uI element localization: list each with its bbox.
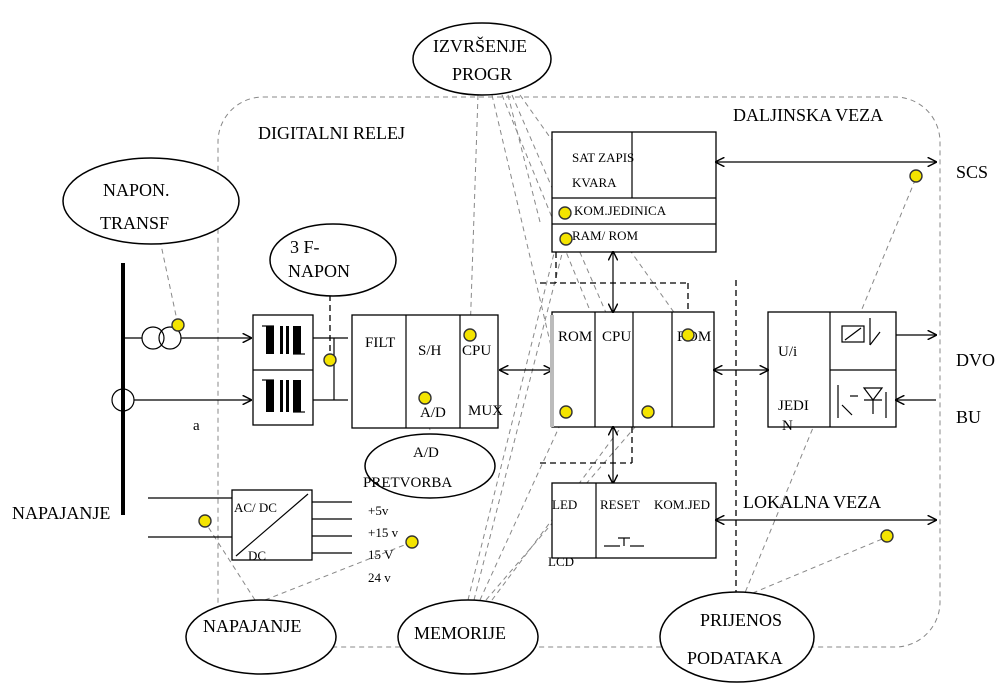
optocoupler-input-icon (837, 385, 887, 418)
dc-label: DC (248, 548, 266, 563)
ad-pretvorba-label-2: PRETVORBA (363, 475, 452, 491)
indicator-dot (171, 318, 185, 332)
transformer-symbol-2 (262, 379, 305, 413)
v24-label: 24 v (368, 570, 391, 585)
reset-label: RESET (600, 497, 640, 512)
indicator-dot (405, 535, 419, 549)
3f-label: 3 F- (290, 237, 320, 257)
indicator-dot (323, 353, 337, 367)
v5-label: +5v (368, 503, 389, 518)
dvo-label: DVO (956, 350, 995, 370)
napon-label: NAPON. (103, 180, 170, 200)
ad-pretvorba-label-1: A/D (413, 445, 439, 461)
digitalni-relej-label: DIGITALNI RELEJ (258, 123, 405, 143)
cpu-label: CPU (602, 329, 631, 345)
lcd-label: LCD (548, 554, 574, 569)
bubble-ad-pretvorba (364, 433, 496, 499)
progr-label: PROGR (452, 64, 512, 84)
sh-label: S/H (418, 343, 442, 359)
kom-jed-label: KOM.JED (654, 497, 710, 512)
mux-label: MUX (468, 403, 503, 419)
memory-comm-block (551, 131, 717, 253)
kvara-label: KVARA (572, 175, 617, 190)
jedi-label: JEDI (778, 398, 809, 414)
napajanje-bottom-label: NAPAJANJE (203, 616, 301, 636)
transf-label: TRANSF (100, 213, 169, 233)
indicator-dot (559, 405, 573, 419)
v15-label: 15 V (368, 547, 394, 562)
bu-label: BU (956, 407, 981, 427)
scs-label: SCS (956, 162, 988, 182)
sat-zapis-label: SAT ZAPIS (572, 150, 634, 165)
ui-label: U/i (778, 344, 797, 360)
local-interface-block (551, 482, 717, 559)
filt-label: FILT (365, 335, 395, 351)
cpu-mux-cpu-label: CPU (462, 343, 491, 359)
bubble-napon-transf (62, 157, 240, 245)
led-label: LED (552, 497, 577, 512)
memorije-label: MEMORIJE (414, 623, 506, 643)
podataka-label: PODATAKA (687, 648, 783, 668)
daljinska-veza-label: DALJINSKA VEZA (733, 105, 883, 125)
n-label: N (782, 418, 793, 434)
bubble-izvrsenje-progr (412, 22, 552, 96)
napon-3f-label: NAPON (288, 261, 350, 281)
indicator-dot (641, 405, 655, 419)
v15p-label: +15 v (368, 525, 399, 540)
indicator-dot (418, 391, 432, 405)
bubble-3f-napon (269, 223, 397, 297)
ad-label: A/D (420, 405, 446, 421)
lokalna-veza-label: LOKALNA VEZA (743, 492, 881, 512)
bubble-prijenos-podataka (659, 591, 815, 683)
bubble-memorije (397, 599, 539, 675)
a-label: a (193, 418, 200, 434)
indicator-dot (559, 232, 573, 246)
voltage-transformer-coil-1 (141, 326, 165, 350)
kom-jedinica-label: KOM.JEDINICA (574, 203, 667, 218)
acdc-label: AC/ DC (234, 500, 277, 515)
indicator-dot (463, 328, 477, 342)
relay-boundary (217, 96, 941, 648)
indicator-dot (681, 328, 695, 342)
indicator-dot (198, 514, 212, 528)
reset-button-icon (604, 537, 644, 547)
prijenos-label: PRIJENOS (700, 610, 782, 630)
relay-output-icon (841, 318, 881, 346)
rom-left-label: ROM (558, 329, 592, 345)
indicator-dot (880, 529, 894, 543)
ram-rom-label: RAM/ ROM (572, 228, 639, 243)
indicator-dots (171, 169, 923, 549)
indicator-dot (558, 206, 572, 220)
transformer-symbol-1 (262, 325, 305, 355)
napajanje-left-label: NAPAJANJE (12, 503, 110, 523)
bubble-napajanje (185, 599, 337, 675)
izvrsenje-label: IZVRŠENJE (433, 35, 527, 56)
indicator-dot (909, 169, 923, 183)
